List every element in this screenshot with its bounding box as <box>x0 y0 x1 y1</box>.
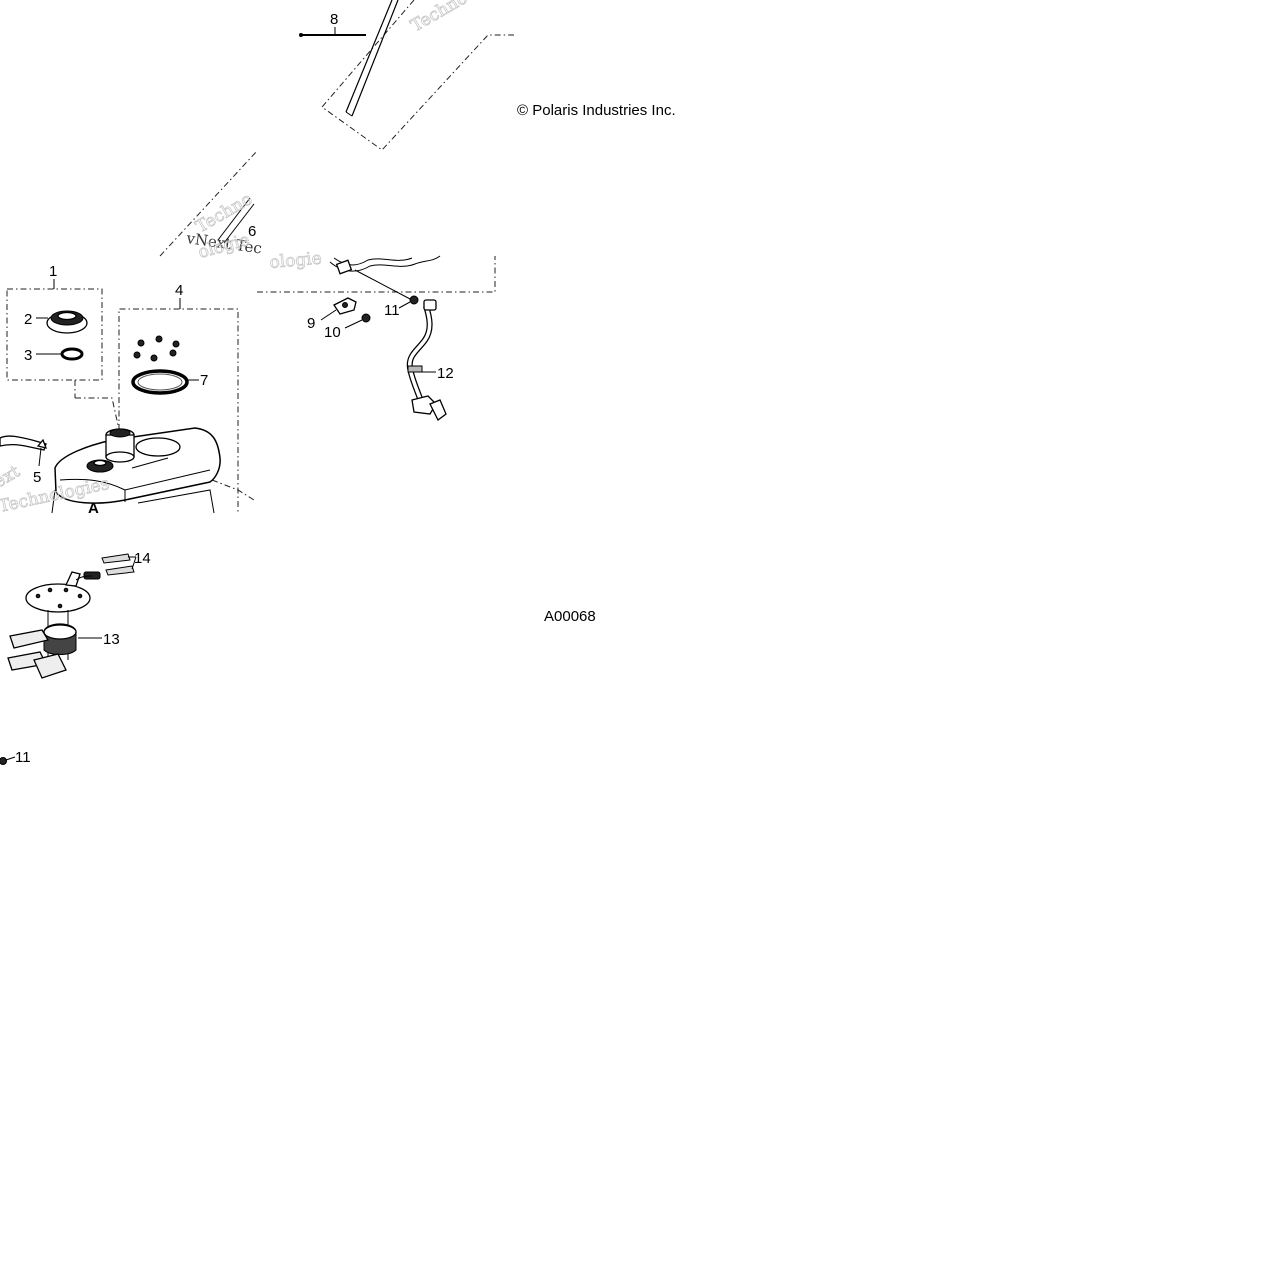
diagram-code: A00068 <box>544 608 596 625</box>
callout-label: 10 <box>324 324 341 341</box>
fuel-line-assembly: Techno <box>321 0 514 151</box>
callout-label: 2 <box>24 311 32 328</box>
seal-ring-part-7: 7 <box>131 369 208 395</box>
watermark-text: Techno <box>408 0 471 36</box>
fragment-hose-region: ologie <box>257 248 496 301</box>
mounting-kit-group-4: 4 <box>118 282 255 513</box>
vent-hose-part-12: 12 <box>406 299 454 421</box>
cap-kit-group-1: 1 <box>6 263 119 426</box>
fragment-strip-6: Techno vNext Tec 6 ologie <box>159 150 263 263</box>
fuel-cap-part-2: 2 <box>24 310 88 334</box>
watermark-text: ologie <box>269 248 323 272</box>
clip-part-9: 9 <box>307 297 357 332</box>
callout-label: 11 <box>384 302 400 319</box>
fuel-pump-part-13: 13 <box>7 571 120 679</box>
grommet-part-11-upper: 11 <box>384 295 419 319</box>
copyright-text: © Polaris Industries Inc. <box>517 102 676 119</box>
svg-text:A: A <box>88 500 99 517</box>
callout-label: 3 <box>24 347 32 364</box>
callout-label: 7 <box>200 372 208 389</box>
callout-label: 6 <box>248 223 256 240</box>
nut-part-10: 10 <box>324 313 371 341</box>
callout-label: 9 <box>307 315 315 332</box>
labels-part-14: 14 <box>101 550 151 576</box>
clamp-part-5: 5 <box>33 438 48 486</box>
watermark-text: ext <box>0 462 24 493</box>
gasket-part-3: 3 <box>24 347 84 364</box>
callout-label: 1 <box>49 263 57 280</box>
fuel-tank <box>0 427 221 514</box>
callout-label: 14 <box>134 550 151 567</box>
callout-label: 5 <box>33 469 41 486</box>
callout-label: 8 <box>330 11 338 28</box>
callout-8: 8 <box>299 11 366 37</box>
callout-label: 11 <box>15 749 31 766</box>
screws-set <box>133 335 180 362</box>
callout-label: 13 <box>103 631 120 648</box>
callout-label: 4 <box>175 282 183 299</box>
callout-label: 12 <box>437 365 454 382</box>
grommet-part-11-lower: 11 <box>0 749 31 766</box>
